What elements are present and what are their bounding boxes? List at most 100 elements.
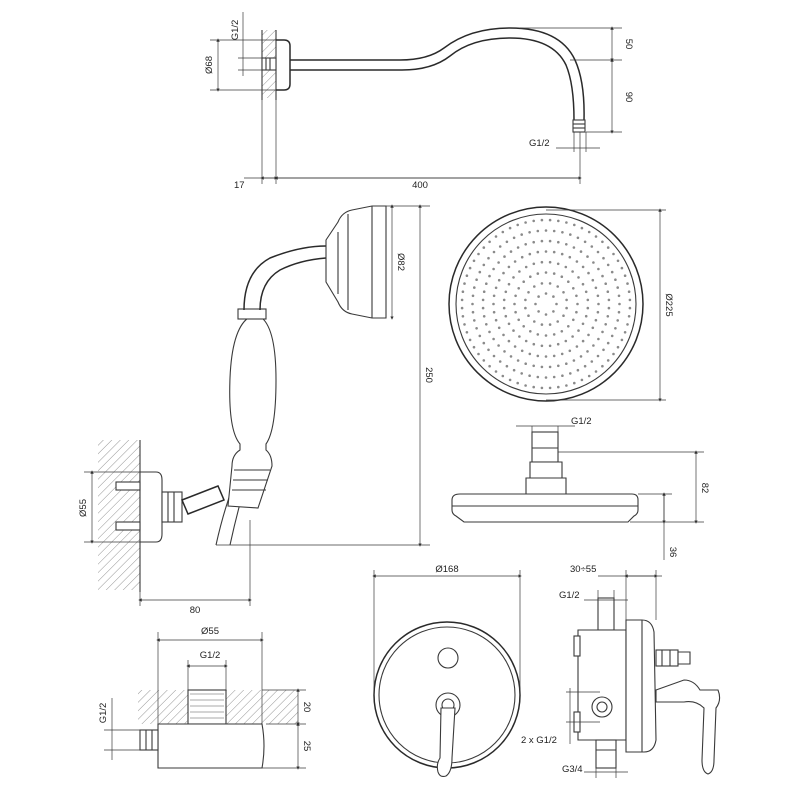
nozzle-dot: [513, 302, 516, 306]
nozzle-dot: [552, 333, 556, 336]
nozzle-dot: [497, 344, 500, 347]
nozzle-dot: [503, 255, 506, 258]
nozzle-dot: [522, 280, 525, 284]
nozzle-dot: [533, 320, 536, 323]
nozzle-dot: [501, 374, 505, 378]
nozzle-dot: [540, 282, 544, 285]
nozzle-dot: [548, 386, 552, 390]
nozzle-dot: [592, 261, 595, 264]
nozzle-dot: [556, 320, 559, 323]
dim-arm-g12: G1/2: [230, 20, 241, 41]
nozzle-dot: [628, 298, 632, 302]
nozzle-dot: [528, 231, 531, 234]
nozzle-dot: [520, 349, 524, 353]
nozzle-dot: [583, 364, 587, 368]
nozzle-dot: [560, 252, 564, 256]
nozzle-dot: [497, 261, 500, 264]
nozzle-dot: [576, 302, 579, 306]
nozzle-dot: [580, 226, 584, 230]
nozzle-dot: [544, 334, 548, 337]
dim-plate-d168: Ø168: [435, 564, 458, 575]
nozzle-dot: [536, 354, 540, 358]
nozzle-dot: [606, 263, 610, 267]
nozzle-dot: [485, 323, 488, 326]
dim-valve-g12: G1/2: [559, 590, 580, 601]
nozzle-dot: [571, 270, 574, 273]
nozzle-dot: [556, 285, 559, 288]
nozzle-dot: [576, 236, 580, 240]
nozzle-dot: [581, 282, 585, 286]
nozzle-dot: [575, 260, 579, 263]
nozzle-dot: [536, 250, 540, 254]
nozzle-dot: [596, 310, 600, 314]
nozzle-dot: [471, 310, 475, 314]
nozzle-dot: [517, 318, 520, 322]
nozzle-dot: [502, 306, 506, 310]
nozzle-dot: [537, 310, 540, 313]
nozzle-dot: [477, 252, 480, 256]
nozzle-dot: [492, 310, 496, 314]
nozzle-dot: [544, 229, 548, 232]
nozzle-dot: [460, 306, 464, 310]
nozzle-dot: [540, 260, 544, 264]
nozzle-dot: [502, 333, 505, 337]
nozzle-dot: [597, 302, 600, 306]
nozzle-dot: [473, 286, 476, 289]
swan-neck-arm: [290, 27, 585, 121]
nozzle-dot: [485, 282, 488, 286]
nozzle-dot: [492, 302, 495, 306]
plate-upper-knob: [437, 647, 459, 669]
dim-valve-3055: 30÷55: [570, 564, 596, 575]
valve-side-port: [591, 696, 613, 718]
nozzle-dot: [552, 310, 555, 313]
nozzle-dot: [471, 302, 474, 306]
nozzle-dot: [594, 370, 598, 373]
nozzle-dot: [540, 344, 544, 348]
nozzle-dot: [610, 334, 614, 338]
nozzle-dot: [564, 339, 568, 343]
nozzle-dot: [528, 374, 531, 378]
shower-head-top-view: Ø225: [448, 206, 674, 402]
nozzle-dot: [498, 360, 502, 363]
nozzle-dot: [475, 327, 478, 330]
nozzle-dot: [548, 344, 552, 348]
nozzle-dot: [492, 250, 496, 254]
nozzle-dot: [482, 290, 486, 294]
nozzle-dot: [587, 271, 590, 275]
nozzle-dot: [567, 280, 570, 284]
shower-head-side-view: G1/2 82 36: [451, 416, 710, 560]
nozzle-dot: [524, 243, 527, 246]
nozzle-dot: [601, 240, 604, 244]
nozzle-dot: [463, 282, 466, 285]
nozzle-dot: [579, 250, 583, 253]
nozzle-dot: [616, 259, 620, 263]
valve-plate-view: Ø168: [372, 564, 522, 778]
nozzle-dot: [577, 329, 580, 332]
nozzle-dot: [494, 286, 498, 290]
nozzle-dot: [509, 250, 513, 253]
dim-arm-d68: Ø68: [204, 56, 215, 74]
nozzle-dot: [492, 354, 496, 358]
nozzle-dot: [461, 290, 465, 294]
nozzle-dot: [567, 325, 570, 328]
dim-elbow-d55: Ø55: [201, 626, 219, 637]
dim-hand-80: 80: [190, 605, 201, 616]
nozzle-dot: [468, 266, 472, 270]
nozzle-dot: [586, 298, 590, 302]
hand-shower-head: [325, 205, 387, 319]
nozzle-dot: [620, 266, 624, 270]
nozzle-dot: [540, 239, 544, 243]
nozzle-dot: [597, 267, 600, 271]
nozzle-dot: [573, 223, 576, 227]
nozzle-dot: [606, 290, 610, 294]
nozzle-dot: [601, 364, 604, 368]
nozzle-dot: [548, 239, 552, 243]
nozzle-dot: [505, 364, 509, 368]
nozzle-dot: [614, 278, 617, 282]
nozzle-dot: [517, 287, 520, 290]
nozzle-dot: [552, 272, 556, 275]
dim-elbow-25: 25: [301, 741, 312, 752]
nozzle-dot: [601, 330, 604, 334]
nozzle-dot: [560, 330, 564, 333]
